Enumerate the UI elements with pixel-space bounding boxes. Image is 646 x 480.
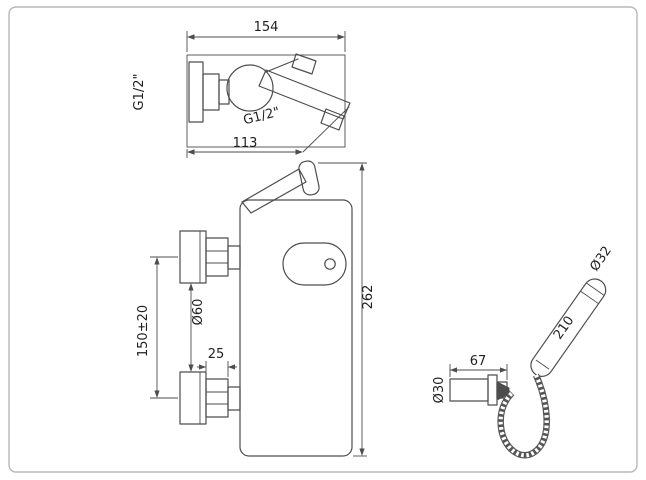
drawing-border	[8, 6, 638, 473]
handshower-handset	[530, 278, 607, 377]
dim-label-inlet-thread: G1/2"	[132, 74, 147, 111]
dim-label-154: 154	[254, 20, 279, 35]
dim-reach-113: 113	[186, 106, 350, 158]
dim-label-30: Ø30	[432, 377, 447, 404]
front-body	[239, 199, 353, 457]
dim-label-262: 262	[361, 285, 376, 310]
side-view: 154 G1/2" G1/2"	[132, 20, 351, 158]
dim-label-210: 210	[551, 314, 578, 343]
side-view-outline-box	[186, 54, 346, 148]
front-view: 150±20 Ø60 25 262	[136, 160, 376, 457]
handshower-hose	[497, 373, 550, 459]
dim-label-spout-thread: G1/2"	[242, 105, 282, 129]
dim-label-67: 67	[470, 354, 487, 369]
dim-label-32: Ø32	[587, 244, 615, 275]
handshower-bracket	[449, 374, 510, 406]
front-faceplate	[282, 242, 347, 286]
side-wall-connection	[188, 61, 230, 123]
front-handle-lever	[241, 160, 320, 214]
side-spout	[258, 69, 351, 131]
dim-height-262: 262	[318, 162, 376, 457]
dim-label-113: 113	[233, 136, 258, 151]
dim-flange-60: Ø60	[188, 283, 206, 372]
dim-label-25: 25	[208, 347, 225, 362]
side-body-circle	[226, 64, 274, 112]
front-connector-top	[179, 230, 241, 284]
dim-spacing-150: 150±20	[136, 256, 178, 399]
dim-bracket-67: 67	[449, 354, 508, 380]
dim-label-60: Ø60	[191, 299, 206, 326]
dim-depth-25: 25	[197, 347, 237, 377]
side-handle-lever	[265, 53, 317, 75]
handshower-view: 210 Ø32 67 Ø30	[432, 244, 615, 459]
front-connector-bottom	[179, 371, 241, 425]
dim-label-150: 150±20	[136, 305, 151, 357]
dim-width-154: 154	[186, 20, 346, 52]
